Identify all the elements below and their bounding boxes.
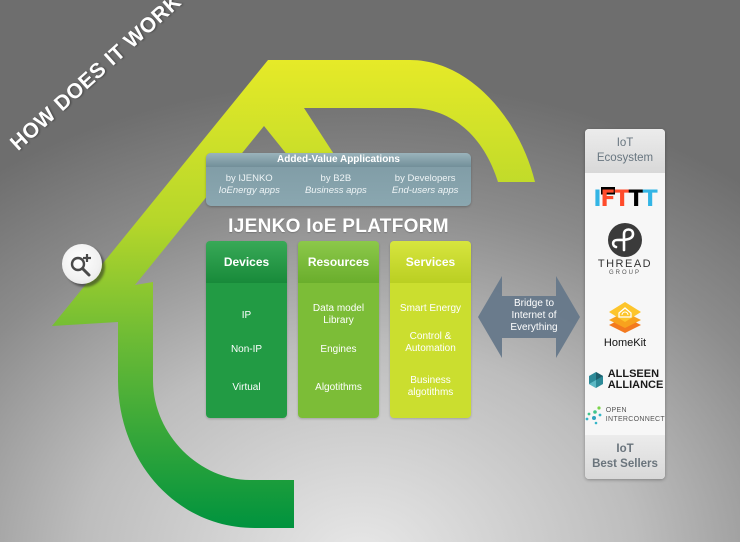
oic-line: INTERCONNECT	[605, 416, 665, 423]
column-header: Services	[390, 241, 471, 283]
app-type: Business apps	[304, 185, 367, 196]
homekit-logo[interactable]: HomeKit	[585, 299, 665, 349]
bridge-line: Everything	[510, 322, 558, 333]
ifttt-letter: T	[614, 187, 630, 212]
platform-column-services: Services Smart Energy Control & Automati…	[390, 241, 471, 418]
added-value-title: Added-Value Applications	[206, 153, 471, 167]
ifttt-letter: I	[593, 187, 601, 212]
ifttt-letter: F	[600, 187, 616, 212]
app-type: IoEnergy apps	[218, 185, 280, 196]
column-item: Engines	[320, 344, 357, 355]
allseen-alliance-logo[interactable]: ALLSEEN ALLIANCE	[585, 369, 665, 391]
app-column-developers: by Developers End-users apps	[392, 173, 459, 197]
ifttt-letter: T	[628, 187, 644, 212]
allseen-line: ALLIANCE	[607, 379, 664, 391]
iot-ecosystem-panel: IoT Ecosystem IFTTT THREAD GROUP HomeKit	[585, 129, 665, 479]
ecosystem-footer-line: IoT	[616, 443, 634, 455]
column-item: Virtual	[232, 382, 261, 393]
app-type: End-users apps	[391, 185, 459, 196]
ecosystem-footer-line: Best Sellers	[592, 458, 658, 470]
ecosystem-header: IoT Ecosystem	[585, 129, 665, 173]
zoom-in-icon	[70, 254, 91, 277]
ecosystem-header-line: IoT	[616, 137, 634, 149]
thread-sub: GROUP	[608, 270, 641, 276]
oic-line: OPEN	[605, 407, 627, 414]
column-header: Resources	[298, 241, 379, 283]
bridge-label: Bridge to Internet of Everything	[494, 298, 574, 334]
allseen-icon	[588, 372, 603, 388]
bridge-double-arrow-icon	[478, 276, 580, 358]
column-item: IP	[241, 310, 252, 321]
column-item: Business algotithms	[407, 375, 454, 398]
column-item: Algotithms	[315, 382, 362, 393]
platform-title: IJENKO IoE PLATFORM	[228, 216, 449, 237]
thread-name: THREAD	[597, 258, 653, 270]
zoom-in-button[interactable]	[62, 244, 102, 284]
ecosystem-header-line: Ecosystem	[596, 152, 654, 164]
ecosystem-footer: IoT Best Sellers	[585, 435, 665, 479]
column-item: Smart Energy	[399, 303, 462, 314]
app-column-b2b: by B2B Business apps	[305, 173, 367, 197]
bridge-line: Bridge to	[513, 298, 555, 309]
column-header: Devices	[206, 241, 287, 283]
ifttt-letter: T	[642, 187, 658, 212]
homekit-name: HomeKit	[603, 337, 647, 349]
oic-dots-icon	[585, 406, 602, 425]
app-by: by B2B	[320, 173, 352, 184]
added-value-applications: Added-Value Applications by IJENKO IoEne…	[206, 153, 471, 206]
bridge-line: Internet of	[511, 310, 557, 321]
platform-column-devices: Devices IP Non-IP Virtual	[206, 241, 287, 418]
thread-group-logo[interactable]: THREAD GROUP	[585, 222, 665, 276]
app-by: by Developers	[394, 173, 456, 184]
thread-icon	[608, 223, 642, 257]
allseen-line: ALLSEEN	[607, 368, 660, 380]
homekit-icon	[609, 302, 641, 333]
column-item: Data model Library	[312, 303, 365, 326]
platform-column-resources: Resources Data model Library Engines Alg…	[298, 241, 379, 418]
app-by: by IJENKO	[225, 173, 273, 184]
app-column-ijenko: by IJENKO IoEnergy apps	[219, 173, 280, 197]
ifttt-logo[interactable]: IFTTT	[585, 187, 665, 212]
open-interconnect-logo[interactable]: OPEN INTERCONNECT	[585, 405, 665, 425]
column-item: Control & Automation	[405, 331, 456, 354]
column-item: Non-IP	[230, 344, 263, 355]
